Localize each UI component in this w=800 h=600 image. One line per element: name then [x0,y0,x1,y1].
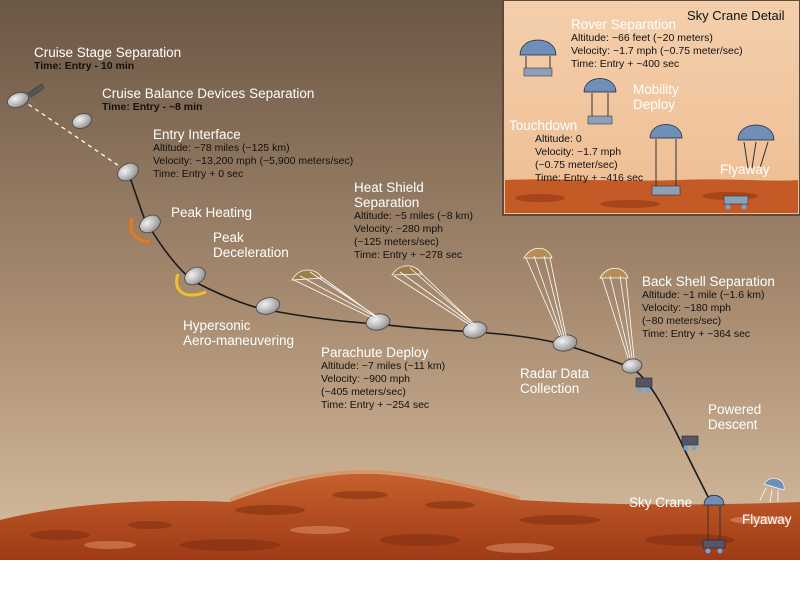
inset-stage-touchdown: Touchdown Altitude: 0 Velocity: ~1.7 mph… [509,118,643,185]
stage-powered-descent: Powered Descent [708,402,761,432]
descent-stage-icons [635,377,785,554]
stage-flyaway: Flyaway [742,512,792,527]
cruise-stage-icon [6,83,45,108]
stage-entry-interface: Entry Interface Altitude: ~78 miles (~12… [153,127,353,181]
inset-stage-rover-separation: Rover Separation Altitude: ~66 feet (~20… [571,17,743,71]
stage-detail: (~125 meters/sec) [354,236,439,248]
stage-sky-crane: Sky Crane [629,495,692,510]
stage-title-line: Descent [708,417,758,432]
stage-title: Parachute Deploy [321,345,429,360]
spacecraft-icons [6,83,643,374]
stage-detail: Altitude: 0 [535,133,582,145]
stage-detail: Velocity: ~280 mph [354,223,444,235]
stage-detail: Velocity: ~900 mph [321,373,411,385]
stage-peak-deceleration: Peak Deceleration [213,230,289,260]
inset-rover-icon [723,195,749,210]
stage-title: Cruise Balance Devices Separation [102,86,315,101]
stage-detail: Time: Entry - 10 min [34,60,135,72]
inset-stage-mobility-deploy: Mobility Deploy [633,82,679,112]
flyaway-icon [759,477,785,503]
sky-crane-inset [502,0,800,216]
stage-title-line: Separation [354,195,420,210]
stage-peak-heating: Peak Heating [171,205,252,220]
capsule-icon [71,113,93,129]
stage-radar-data-collection: Radar Data Collection [520,366,589,396]
inset-mobility-deploy-icon [583,78,617,125]
scene-illustration [0,0,800,560]
stage-detail: (~80 meters/sec) [642,315,722,327]
stage-detail: Time: Entry - ~8 min [102,101,203,113]
capsule-icon [462,321,488,339]
stage-heat-shield-separation: Heat Shield Separation Altitude: ~5 mile… [354,180,473,262]
stage-title: Flyaway [720,162,770,177]
edl-diagram: Cruise Stage Separation Time: Entry - 10… [0,0,800,560]
stage-detail: Velocity: ~1.7 mph [535,146,622,158]
heat-glow [129,217,207,297]
stage-detail: Altitude: ~1 mile (~1.6 km) [642,289,765,301]
stage-title: Flyaway [742,512,792,527]
parachute-icon [291,269,379,319]
stage-title-line: Deceleration [213,245,289,260]
stage-title-line: Heat Shield [354,180,424,195]
stage-detail: Time: Entry + ~254 sec [321,399,430,411]
stage-detail: Velocity: ~1.7 mph (~0.75 meter/sec) [571,45,743,57]
capsule-icon [621,358,643,374]
stage-title: Back Shell Separation [642,274,775,289]
stage-detail: Time: Entry + ~400 sec [571,58,680,70]
parachute-icons [291,247,635,359]
parachute-icon [599,267,635,359]
stage-cruise-stage-separation: Cruise Stage Separation Time: Entry - 10… [34,45,181,73]
stage-title: Touchdown [509,118,578,133]
stage-cruise-balance-devices-separation: Cruise Balance Devices Separation Time: … [102,86,314,114]
capsule-icon [117,162,139,182]
sky-crane-icon [702,494,726,554]
stage-detail: Time: Entry + ~364 sec [642,328,751,340]
stage-detail: Velocity: ~180 mph [642,302,732,314]
trajectory-path [21,99,713,506]
stage-parachute-deploy: Parachute Deploy Altitude: ~7 miles (~11… [321,345,445,412]
capsule-icon [184,266,206,286]
parachute-icon [523,247,567,337]
stage-detail: Time: Entry + ~278 sec [354,249,463,261]
stage-detail: (~0.75 meter/sec) [535,159,618,171]
mars-ground [0,470,800,560]
parachute-icon [391,265,477,327]
stage-detail: Altitude: ~7 miles (~11 km) [321,360,446,372]
inset-title: Sky Crane Detail [687,8,785,23]
stage-detail: Altitude: ~5 miles (~8 km) [354,210,474,222]
stage-title: Rover Separation [571,17,677,32]
inset-rover-separation-icon [519,39,557,77]
capsule-icon [139,214,161,234]
stage-title-line: Collection [520,381,580,396]
descent-stage-icon [681,435,699,451]
stage-detail: Time: Entry + ~416 sec [535,172,644,184]
stage-title: Entry Interface [153,127,241,142]
capsule-icon [365,313,391,331]
stage-title-line: Powered [708,402,762,417]
inset-touchdown-icon [649,124,683,196]
stage-detail: Velocity: ~13,200 mph (~5,900 meters/sec… [153,155,354,167]
stage-title-line: Hypersonic [183,318,251,333]
stage-back-shell-separation: Back Shell Separation Altitude: ~1 mile … [642,274,775,341]
capsule-icon [255,297,281,315]
stage-detail: Altitude: ~66 feet (~20 meters) [571,32,713,44]
stage-title-line: Radar Data [520,366,590,381]
stage-title-line: Deploy [633,97,676,112]
inset-stage-flyaway: Flyaway [720,162,770,177]
stage-title: Cruise Stage Separation [34,45,182,60]
stage-title-line: Mobility [633,82,679,97]
descent-stage-icon [635,377,653,393]
stage-detail: Altitude: ~78 miles (~125 km) [153,142,290,154]
sky-crane-detail-inset: Sky Crane Detail Rover Separation Altitu… [503,0,800,215]
stage-detail: Time: Entry + 0 sec [153,168,244,180]
stage-detail: (~405 meters/sec) [321,386,406,398]
inset-flyaway-icon [737,124,775,169]
stage-title: Peak Heating [171,205,253,220]
stage-hypersonic-aero-maneuvering: Hypersonic Aero-maneuvering [183,318,294,348]
stage-title-line: Peak [213,230,244,245]
stage-title-line: Aero-maneuvering [183,333,295,348]
stage-title: Sky Crane [629,495,693,510]
